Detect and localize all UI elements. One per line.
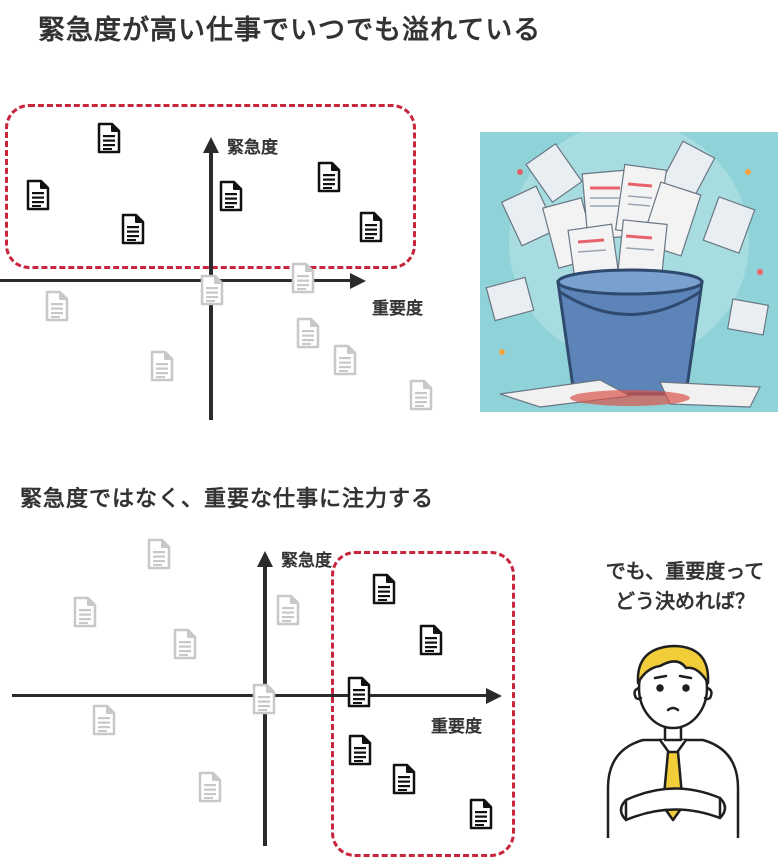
y-axis-label: 緊急度 (281, 551, 332, 571)
document-icon (372, 573, 396, 605)
x-axis (12, 694, 488, 697)
document-icon (359, 211, 383, 243)
document-icon (73, 596, 97, 628)
document-icon (317, 161, 341, 193)
document-icon (45, 290, 69, 322)
document-icon (392, 763, 416, 795)
document-icon (150, 350, 174, 382)
question-line-2: どう決めれば？ (615, 589, 755, 613)
question-line-1: でも、重要度って (605, 559, 765, 583)
y-axis-arrow (257, 551, 273, 567)
document-icon (276, 594, 300, 626)
overflowing-bucket-illustration (480, 132, 778, 412)
important-highlight-box (331, 551, 515, 857)
x-axis-arrow (350, 273, 366, 289)
y-axis-label: 緊急度 (227, 138, 278, 158)
page-title: 緊急度が高い仕事でいつでも溢れている (38, 15, 542, 46)
document-icon (347, 676, 371, 708)
document-icon (333, 344, 357, 376)
document-icon (219, 180, 243, 212)
document-icon (291, 262, 315, 294)
document-icon (97, 122, 121, 154)
document-icon (173, 628, 197, 660)
document-icon (26, 179, 50, 211)
document-icon (92, 704, 116, 736)
question-text: でも、重要度って どう決めれば？ (570, 556, 778, 616)
x-axis (0, 279, 352, 282)
document-icon (419, 624, 443, 656)
document-icon (252, 683, 276, 715)
document-icon (409, 379, 433, 411)
document-icon (198, 771, 222, 803)
section-title: 緊急度ではなく、重要な仕事に注力する (20, 487, 435, 512)
document-icon (296, 317, 320, 349)
document-icon (200, 274, 224, 306)
document-icon (121, 213, 145, 245)
x-axis-label: 重要度 (372, 299, 423, 319)
document-icon (147, 538, 171, 570)
document-icon (348, 734, 372, 766)
document-icon (469, 798, 493, 830)
y-axis-arrow (203, 137, 219, 153)
thinking-person-illustration (598, 628, 748, 838)
x-axis-arrow (486, 688, 502, 704)
x-axis-label: 重要度 (431, 717, 482, 737)
